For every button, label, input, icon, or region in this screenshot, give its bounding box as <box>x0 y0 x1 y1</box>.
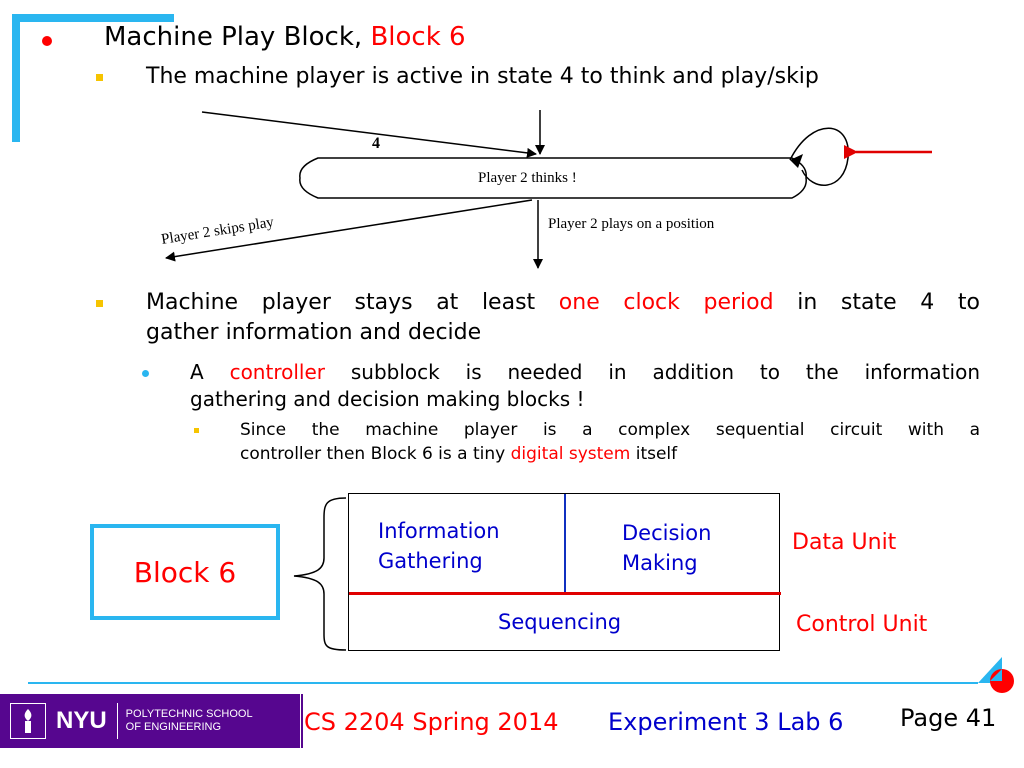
small-square-bullet-icon <box>194 428 199 433</box>
nyu-logo-bar: NYU POLYTECHNIC SCHOOL OF ENGINEERING <box>0 694 300 748</box>
corner-decoration-vertical <box>12 14 20 142</box>
curly-brace <box>293 497 347 651</box>
bullet-3-line-1: A controller subblock is needed in addit… <box>190 360 980 384</box>
block-6-box: Block 6 <box>90 524 280 620</box>
play-label: Player 2 plays on a position <box>548 216 715 232</box>
information-gathering-label: Information Gathering <box>378 519 500 573</box>
decision-making-label: Decision Making <box>622 521 712 575</box>
nyu-text: NYU <box>56 707 107 734</box>
block-6-label: Block 6 <box>133 555 237 589</box>
state-label: Player 2 thinks ! <box>478 170 577 186</box>
bullet-2-line-1: Machine player stays at least one clock … <box>146 290 980 315</box>
experiment-label: Experiment 3 Lab 6 <box>608 708 844 736</box>
bullet-4-line-1: Since the machine player is a complex se… <box>240 420 980 440</box>
title-highlight: Block 6 <box>370 22 466 52</box>
vertical-divider <box>564 494 566 594</box>
self-loop-arrowhead <box>790 154 803 168</box>
state-diagram: 4 Player 2 thinks ! Player 2 skips play … <box>160 110 932 269</box>
incoming-transition-arrow <box>201 111 537 158</box>
logo-divider <box>116 703 118 739</box>
course-label: CS 2204 Spring 2014 <box>304 708 559 736</box>
bullet-4-line-2: controller then Block 6 is a tiny digita… <box>240 444 678 464</box>
slide-title: Machine Play Block, Block 6 <box>104 22 466 52</box>
block-diagram-box <box>348 493 780 651</box>
footer-separator <box>301 694 303 748</box>
square-bullet-icon <box>96 300 103 307</box>
square-bullet-icon <box>96 74 103 81</box>
footer-line <box>28 682 978 684</box>
data-unit-label: Data Unit <box>792 530 897 555</box>
school-name: POLYTECHNIC SCHOOL OF ENGINEERING <box>125 708 253 733</box>
sequencing-label: Sequencing <box>498 610 622 634</box>
state-number: 4 <box>372 135 380 152</box>
sub-bullet-1: The machine player is active in state 4 … <box>146 64 819 89</box>
page-number: Page 41 <box>900 704 997 732</box>
bullet-2-line-2: gather information and decide <box>146 320 482 345</box>
bullet-3-line-2: gathering and decision making blocks ! <box>190 387 585 411</box>
round-bullet-icon <box>142 370 149 377</box>
footer-corner-icon <box>978 657 1014 693</box>
torch-icon <box>10 703 46 739</box>
skip-transition-arrow <box>165 199 533 262</box>
data-control-divider <box>349 592 781 595</box>
control-unit-label: Control Unit <box>796 612 928 637</box>
corner-decoration-horizontal <box>12 14 174 22</box>
title-text: Machine Play Block, <box>104 22 371 52</box>
bullet-dot-icon <box>42 36 52 46</box>
state-4-shape <box>299 157 807 199</box>
